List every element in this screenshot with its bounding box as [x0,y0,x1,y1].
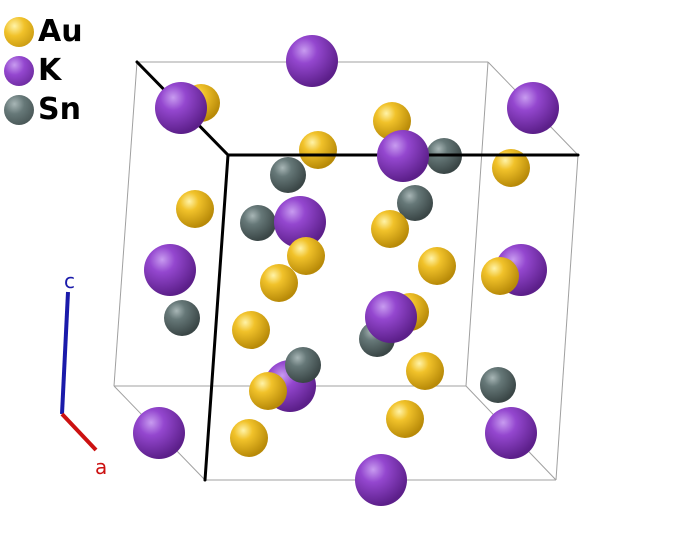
k-atom [286,35,338,87]
k-atom [155,82,207,134]
au-atom [406,352,444,390]
au-atom [249,372,287,410]
sn-swatch-icon [4,94,34,125]
atoms [144,35,559,438]
legend-item-sn: Sn [4,90,83,129]
sn-atom [285,347,321,383]
au-swatch-icon [4,16,34,47]
au-atom [260,264,298,302]
sn-atom [164,300,200,336]
au-atom [287,237,325,275]
sn-atom [270,157,306,193]
legend-label-k: K [38,52,62,88]
k-atom [133,407,185,459]
element-legend: Au K Sn [4,12,83,129]
legend-label-sn: Sn [38,91,81,127]
sn-atom [240,205,276,241]
k-swatch-icon [4,55,34,86]
au-atom [481,257,519,295]
k-atom [274,196,326,248]
au-atom [492,149,530,187]
legend-item-au: Au [4,12,83,51]
a-axis-label: a [95,455,107,479]
k-atom [377,130,429,182]
c-axis-label: c [64,269,75,293]
k-atom [144,244,196,296]
front-atoms [133,82,537,506]
au-atom [299,131,337,169]
au-atom [418,247,456,285]
k-atom [355,454,407,506]
sn-atom [397,185,433,221]
a-axis-line [60,412,98,452]
c-axis-line [60,291,70,415]
au-atom [176,190,214,228]
au-atom [386,400,424,438]
k-atom [507,82,559,134]
sn-atom [480,367,516,403]
k-atom [365,291,417,343]
legend-label-au: Au [38,13,83,49]
au-atom [371,210,409,248]
au-atom [230,419,268,457]
au-atom [232,311,270,349]
legend-item-k: K [4,51,83,90]
k-atom [485,407,537,459]
axes-indicator: c a [60,269,107,479]
